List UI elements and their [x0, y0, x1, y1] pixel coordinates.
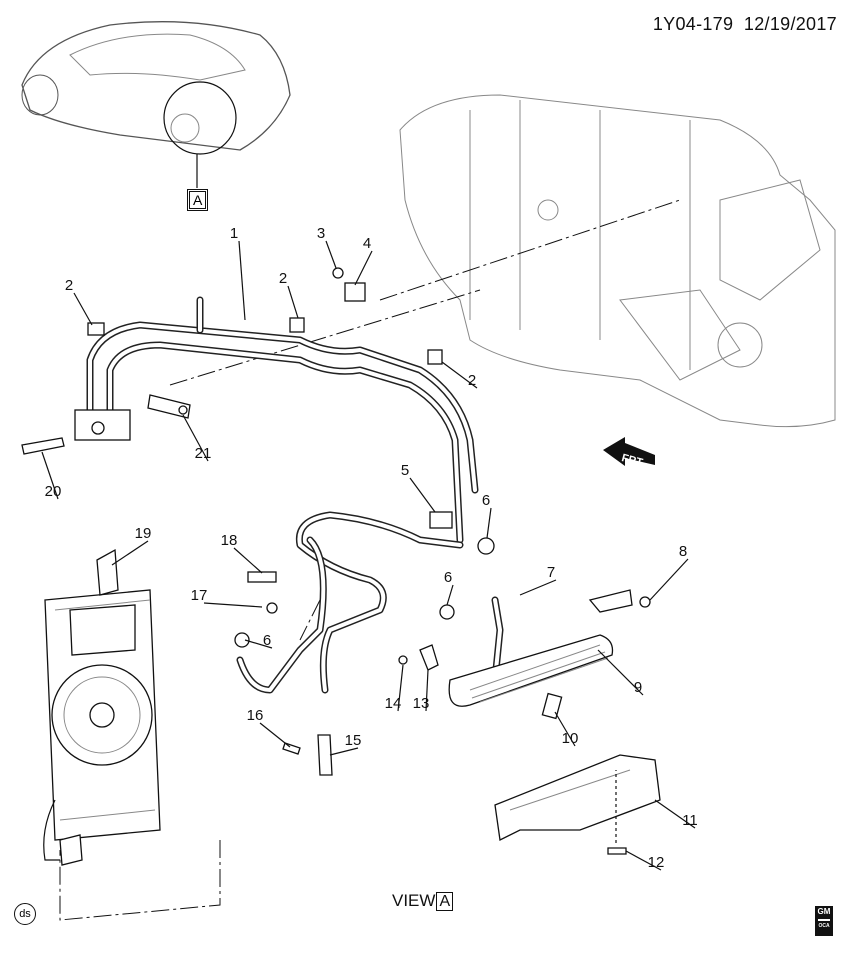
callout-1: 1	[230, 225, 238, 242]
ds-mark: ds	[14, 903, 36, 925]
callout-leader-2	[441, 361, 478, 389]
callout-2: 2	[468, 372, 476, 389]
callout-leader-9	[597, 649, 644, 696]
gm-logo-text: GM	[817, 907, 831, 916]
diagram-date: 12/19/2017	[743, 14, 837, 34]
detail-view-marker: A	[187, 189, 209, 211]
vehicle-illustration	[21, 21, 291, 188]
callout-leader-15	[329, 747, 359, 756]
callout-14: 14	[385, 695, 402, 712]
auxiliary-cooler-fan	[43, 548, 161, 866]
callout-leader-8	[649, 558, 689, 601]
callout-leader-11	[654, 799, 696, 829]
callout-leader-5	[409, 477, 436, 513]
callout-4: 4	[363, 235, 371, 252]
callout-10: 10	[562, 730, 579, 747]
callout-leader-14	[397, 664, 404, 712]
gm-logo-sub: OCA	[818, 923, 830, 929]
gm-logo: GM OCA	[815, 906, 833, 936]
callout-20: 20	[45, 483, 62, 500]
callout-leader-7	[519, 579, 557, 596]
callout-leader-20	[41, 451, 59, 500]
callout-15: 15	[345, 732, 362, 749]
callout-19: 19	[135, 525, 152, 542]
front-direction-arrow: FRT	[603, 437, 655, 469]
callout-5: 5	[401, 462, 409, 479]
callout-leader-19	[111, 540, 149, 566]
callout-leader-6	[486, 507, 492, 539]
shield-panel	[494, 754, 661, 855]
callout-leader-3	[325, 240, 337, 269]
callout-leader-17	[203, 602, 263, 608]
callout-leader-1	[238, 240, 246, 321]
callout-18: 18	[221, 532, 238, 549]
transmission-illustration	[399, 94, 836, 428]
view-ref-box: A	[436, 891, 454, 911]
detail-ref-label: A	[189, 191, 207, 209]
oil-cooler	[448, 589, 651, 720]
callout-2: 2	[65, 277, 73, 294]
callout-leader-10	[554, 711, 576, 747]
diagram-id: 1Y04-179	[652, 14, 734, 34]
cooler-lines	[21, 267, 479, 544]
callout-6: 6	[444, 569, 452, 586]
callout-leader-21	[182, 414, 209, 462]
callout-6: 6	[482, 492, 490, 509]
callout-2: 2	[279, 270, 287, 287]
callout-leader-4	[354, 250, 373, 286]
callout-7: 7	[547, 564, 555, 581]
callout-16: 16	[247, 707, 264, 724]
callout-11: 11	[682, 812, 698, 829]
callout-leader-16	[259, 722, 291, 748]
callout-13: 13	[413, 695, 430, 712]
callout-12: 12	[648, 854, 665, 871]
callout-leader-13	[425, 669, 429, 712]
callout-leader-18	[233, 547, 263, 574]
callout-9: 9	[634, 679, 642, 696]
callout-leader-6	[446, 584, 454, 606]
front-label: FRT	[620, 452, 644, 469]
callout-leader-2	[287, 285, 299, 319]
callout-leader-2	[73, 292, 93, 326]
callout-8: 8	[679, 543, 687, 560]
callout-leader-6	[244, 639, 273, 649]
callout-6: 6	[263, 632, 271, 649]
lower-lines	[234, 511, 504, 776]
callout-3: 3	[317, 225, 325, 242]
callout-21: 21	[195, 445, 212, 462]
diagram-id-date: 1Y04-179 12/19/2017	[653, 14, 837, 35]
callout-leader-12	[625, 850, 662, 871]
callout-17: 17	[191, 587, 208, 604]
view-text: VIEW	[392, 891, 436, 910]
